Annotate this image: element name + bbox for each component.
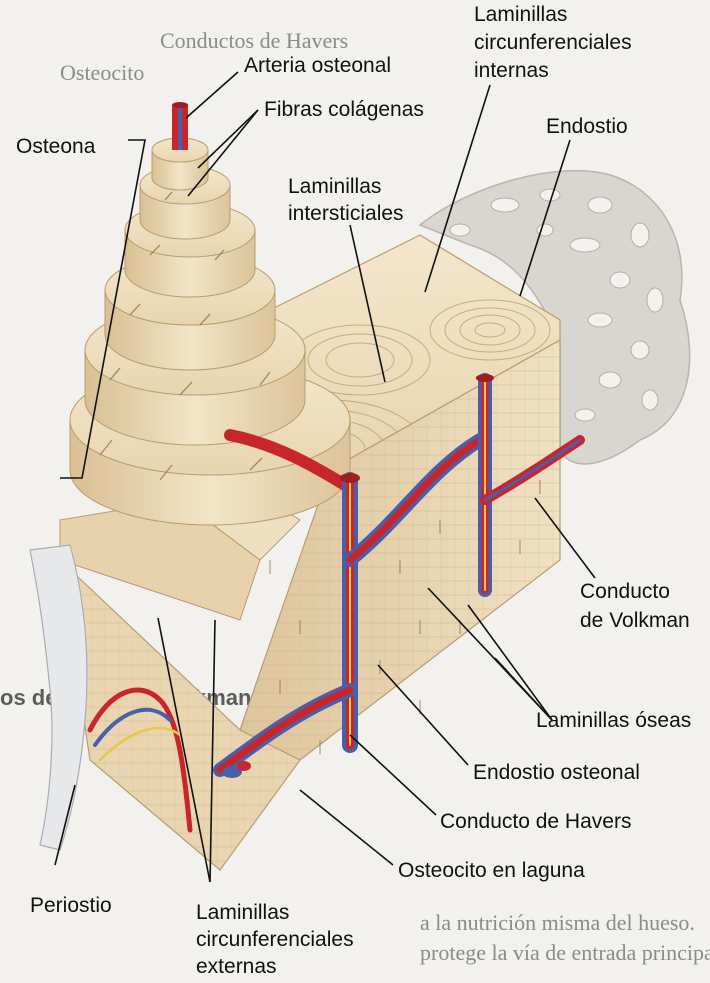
label-conducto-havers: Conducto de Havers [440, 810, 631, 833]
osteonal-vein [178, 105, 182, 150]
label-lam-circ-ext-2: circunferenciales [196, 928, 354, 951]
bg-line1: a la nutrición misma del hueso. [420, 910, 695, 935]
bg-heading: Conductos de Havers [160, 28, 348, 53]
label-lam-intersticiales-2: intersticiales [288, 202, 404, 225]
artery-top [172, 102, 188, 108]
label-fibras-colagenas: Fibras colágenas [264, 98, 424, 121]
label-osteona: Osteona [16, 135, 96, 158]
label-osteocito-laguna: Osteocito en laguna [398, 859, 585, 882]
label-conducto-volkman-1: Conducto [580, 580, 670, 603]
label-laminillas-oseas: Laminillas óseas [536, 709, 691, 732]
bg-top-left: Osteocito [60, 60, 144, 85]
label-conducto-volkman-2: de Volkman [580, 609, 690, 632]
label-arteria-osteonal: Arteria osteonal [244, 54, 391, 77]
havers-right-top [476, 374, 494, 382]
vessel-end-artery [237, 761, 251, 771]
label-lam-circ-int-1: Laminillas [474, 3, 567, 26]
label-lam-circ-ext-1: Laminillas [196, 901, 289, 924]
label-endostio-osteonal: Endostio osteonal [473, 761, 640, 784]
bg-line2: protege la vía de entrada principal [420, 940, 710, 965]
label-periostio: Periostio [30, 894, 112, 917]
label-lam-circ-int-2: circunferenciales [474, 31, 632, 54]
label-lam-circ-ext-3: externas [196, 955, 277, 978]
label-lam-intersticiales-1: Laminillas [288, 175, 381, 198]
havers-top [340, 473, 360, 483]
label-lam-circ-int-3: internas [474, 59, 549, 82]
label-endostio: Endostio [546, 115, 628, 138]
